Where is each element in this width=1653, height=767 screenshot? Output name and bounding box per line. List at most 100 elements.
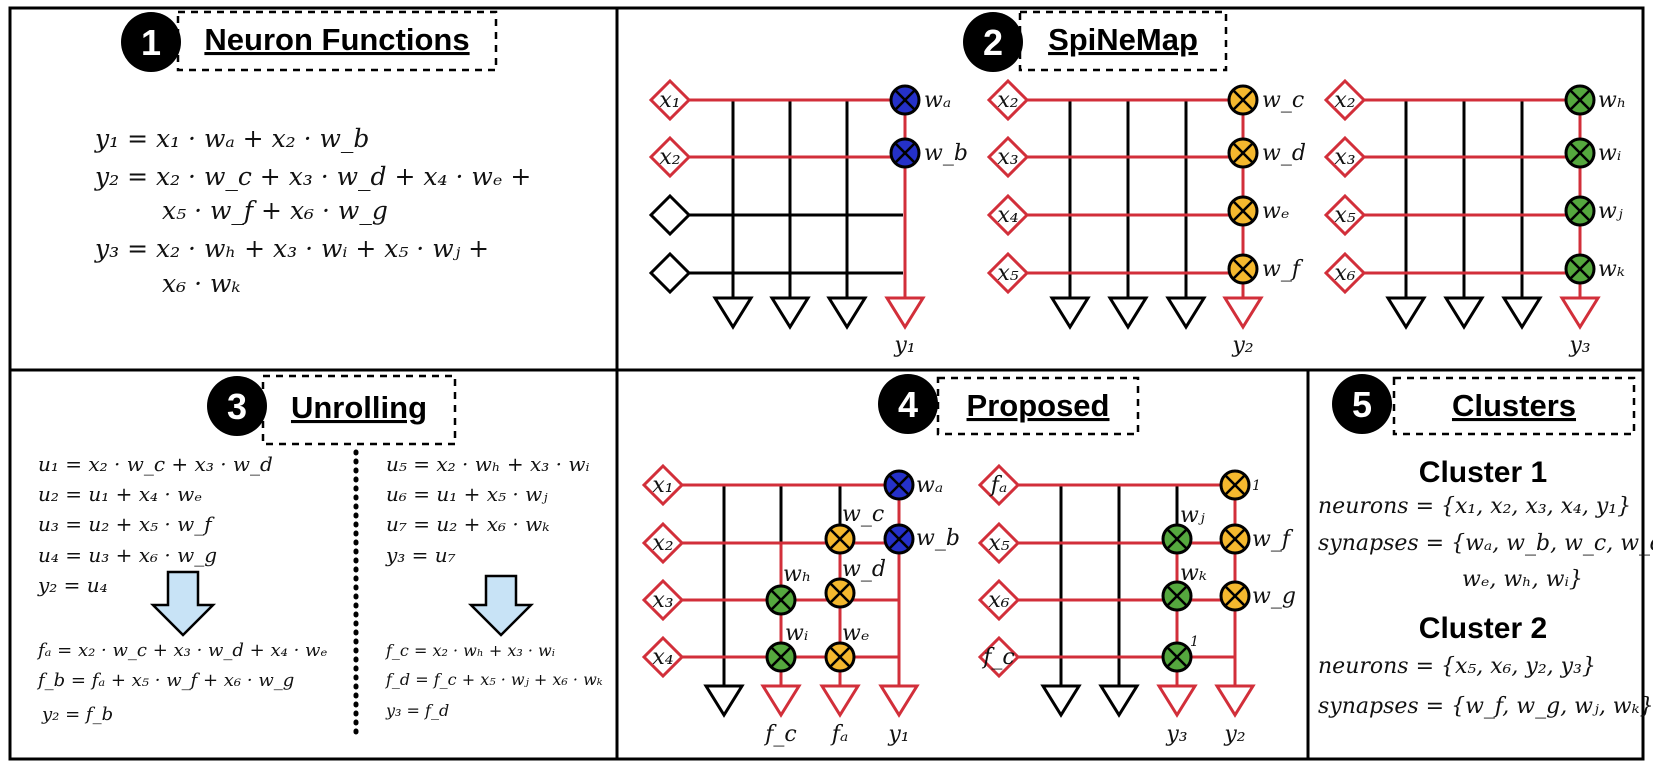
p1-equation-y1: y₁ = x₁ · wₐ + x₂ · w_b [94, 124, 369, 153]
input-diamond-empty [648, 193, 692, 237]
panel-1-number: 1 [141, 22, 161, 63]
p3-eq: u₁ = x₂ · w_c + x₃ · w_d [38, 452, 273, 476]
input-diamond [977, 463, 1021, 507]
panel-3-number: 3 [227, 386, 247, 427]
weight-label: wₐ [924, 88, 951, 113]
weight-label: wⱼ [1180, 503, 1205, 528]
p3-eq: u₇ = u₂ + x₆ · wₖ [386, 512, 550, 536]
p3-eq: y₂ = u₄ [37, 573, 108, 597]
output-triangle [1443, 296, 1485, 330]
p3-eq: u₂ = u₁ + x₄ · wₑ [38, 482, 202, 506]
panel-4-title: Proposed [967, 388, 1110, 423]
down-arrow [149, 570, 217, 637]
weight-label: w_b [924, 141, 968, 166]
weight-label: wₑ [842, 621, 869, 646]
crossbar-y1: x₁ x₂ wₐ w_b y₁ [648, 78, 968, 358]
weight-label: w_b [916, 526, 960, 551]
panel-4: 4 Proposed [641, 374, 1296, 747]
output-triangle-active [1559, 296, 1601, 330]
p3-eq: u₄ = u₃ + x₆ · w_g [38, 543, 217, 567]
p3-eq: f_b = fₐ + x₅ · w_f + x₆ · w_g [36, 670, 294, 691]
output-triangle [1040, 684, 1082, 718]
output-label: f_c [763, 722, 796, 747]
input-label: f_c [981, 645, 1014, 670]
input-label: x₂ [997, 88, 1018, 113]
cluster-1-name: Cluster 1 [1419, 456, 1547, 489]
input-label: x₃ [997, 145, 1018, 170]
output-triangle [826, 296, 868, 330]
output-triangle-active [884, 296, 926, 330]
panel-5-number: 5 [1352, 384, 1372, 425]
input-label: x₅ [997, 261, 1018, 286]
output-label: fₐ [830, 722, 848, 747]
panel-3: 3 Unrolling u₁ = x₂ · w_c + x₃ · w_d u₂ … [36, 374, 603, 741]
p1-equation-y3-line1: y₃ = x₂ · wₕ + x₃ · wᵢ + x₅ · wⱼ + [94, 234, 489, 263]
cluster-1-neurons: neurons = {x₁, x₂, x₃, x₄, y₁} [1318, 494, 1631, 519]
input-diamond [1323, 193, 1367, 237]
cluster-1-synapses-line2: wₑ, wₕ, wᵢ} [1462, 567, 1583, 592]
output-label: y₃ [1568, 333, 1590, 358]
p3-eq: f_d = f_c + x₅ · wⱼ + x₆ · wₖ [385, 670, 603, 689]
panel-4-number-badge [878, 374, 938, 434]
weight-label: wₕ [783, 562, 811, 587]
input-diamond [641, 635, 685, 679]
weight-label: wᵢ [785, 621, 808, 646]
input-diamond [641, 578, 685, 622]
panel-3-title: Unrolling [291, 390, 427, 425]
output-triangle [703, 684, 745, 718]
panel-2-number: 2 [983, 22, 1003, 63]
input-diamond [986, 135, 1030, 179]
weight-label: wᵢ [1598, 141, 1621, 166]
input-diamond [641, 463, 685, 507]
output-triangle [1165, 296, 1207, 330]
output-triangle [1385, 296, 1427, 330]
p3-eq: f_c = x₂ · wₕ + x₃ · wᵢ [385, 641, 555, 660]
p3-eq: y₃ = f_d [385, 701, 449, 720]
weight-label: wₖ [1598, 257, 1625, 282]
input-diamond [977, 578, 1021, 622]
cluster-2-neurons: neurons = {x₅, x₆, y₂, y₃} [1318, 654, 1596, 679]
output-label: y₂ [1231, 333, 1253, 358]
input-label: x₃ [1334, 145, 1355, 170]
panel-5-title-box [1392, 376, 1636, 436]
input-diamond [977, 521, 1021, 565]
input-label: x₄ [652, 645, 673, 670]
output-triangle-active [1222, 296, 1264, 330]
input-label: fₐ [989, 473, 1007, 498]
panel-3-number-badge [207, 376, 267, 436]
input-diamond [648, 78, 692, 122]
input-label: x₅ [1334, 203, 1355, 228]
output-triangle [712, 296, 754, 330]
output-triangle [1107, 296, 1149, 330]
panel-frames [8, 6, 1645, 761]
panel-5: 5 Clusters Cluster 1 neurons = {x₁, x₂, … [1318, 374, 1653, 719]
input-label: x₆ [1334, 261, 1355, 286]
panel-5-number-badge [1332, 374, 1392, 434]
input-diamond [1323, 251, 1367, 295]
weight-label: w_d [1262, 141, 1306, 166]
weight-label: wⱼ [1598, 199, 1623, 224]
weight-label: w_d [842, 557, 886, 582]
output-label: y₂ [1223, 722, 1245, 747]
panel-5-title: Clusters [1452, 388, 1576, 423]
output-label: y₁ [887, 722, 909, 747]
cluster-1-synapses-line1: synapses = {wₐ, w_b, w_c, w_d, [1318, 531, 1653, 556]
input-diamond [986, 193, 1030, 237]
input-diamond [648, 135, 692, 179]
panel-1-title-box [176, 10, 498, 72]
panel-4-title-box [936, 376, 1140, 436]
cluster-2-synapses-line1: synapses = {w_f, w_g, wⱼ, wₖ} [1318, 694, 1653, 719]
crossbar-y3: x₂ x₃ x₅ x₆ wₕ wᵢ wⱼ wₖ y₃ [1323, 78, 1626, 358]
panel-1-number-badge [121, 12, 181, 72]
output-triangle [1501, 296, 1543, 330]
p3-eq: u₆ = u₁ + x₅ · wⱼ [386, 482, 548, 506]
p1-equation-y2-line2: x₅ · w_f + x₆ · w_g [162, 196, 388, 225]
panel-1-title: Neuron Functions [204, 22, 469, 57]
panel-1: 1 Neuron Functions y₁ = x₁ · wₐ + x₂ · w… [94, 10, 531, 298]
weight-label: wₖ [1180, 561, 1207, 586]
input-label: x₅ [988, 531, 1009, 556]
crossbar-y2: x₂ x₃ x₄ x₅ w_c w_d wₑ w_f y₂ [986, 78, 1306, 358]
weight-label: w_f [1262, 257, 1304, 282]
weight-label: 1 [1252, 478, 1261, 494]
